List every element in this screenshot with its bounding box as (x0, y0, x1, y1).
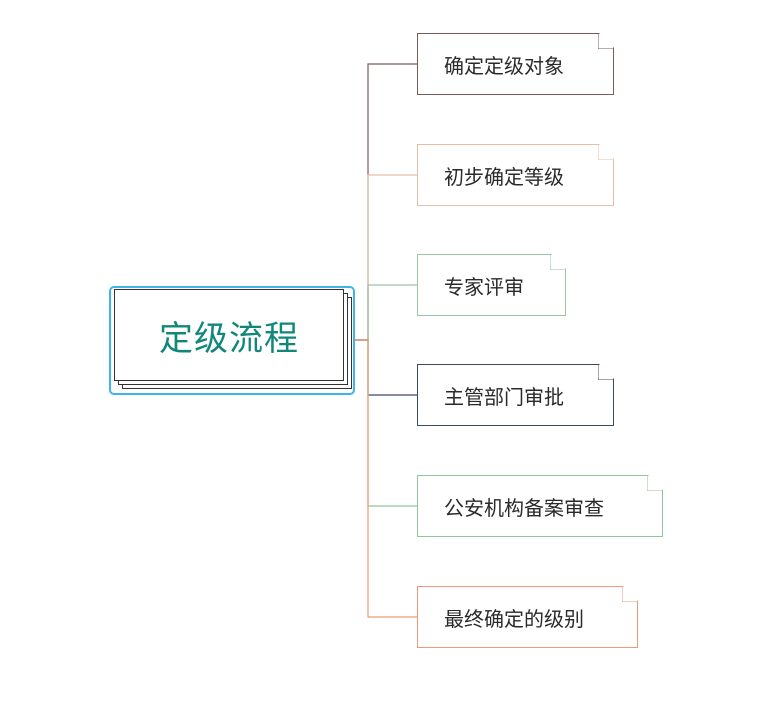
connector-line-4 (355, 339, 417, 507)
connector-line-1 (355, 174, 417, 341)
root-node-selection-frame[interactable]: 定级流程 (109, 286, 355, 395)
connector-line-3 (355, 339, 417, 396)
root-node[interactable]: 定级流程 (114, 289, 344, 381)
connector-line-5 (355, 339, 417, 618)
topic-node-preliminary-grade[interactable]: 初步确定等级 (417, 144, 614, 206)
topic-label: 初步确定等级 (444, 164, 564, 189)
topic-label: 主管部门审批 (444, 384, 564, 409)
topic-node-authority-approval[interactable]: 主管部门审批 (417, 364, 614, 426)
topic-node-determine-target[interactable]: 确定定级对象 (417, 33, 614, 95)
corner-fold-icon (622, 587, 637, 602)
topic-node-expert-review[interactable]: 专家评审 (417, 254, 566, 316)
topic-label: 确定定级对象 (444, 53, 564, 78)
root-node-label: 定级流程 (159, 318, 299, 359)
topic-label: 公安机构备案审查 (444, 495, 604, 520)
corner-fold-icon (598, 365, 613, 380)
topic-node-final-grade[interactable]: 最终确定的级别 (417, 586, 638, 648)
corner-fold-icon (598, 145, 613, 160)
topic-node-police-filing-review[interactable]: 公安机构备案审查 (417, 475, 663, 537)
connector-line-0 (355, 63, 417, 341)
topic-label: 专家评审 (444, 274, 524, 299)
corner-fold-icon (550, 255, 565, 270)
corner-fold-icon (647, 476, 662, 491)
topic-label: 最终确定的级别 (444, 606, 584, 631)
corner-fold-icon (598, 34, 613, 49)
connector-line-2 (355, 284, 417, 341)
